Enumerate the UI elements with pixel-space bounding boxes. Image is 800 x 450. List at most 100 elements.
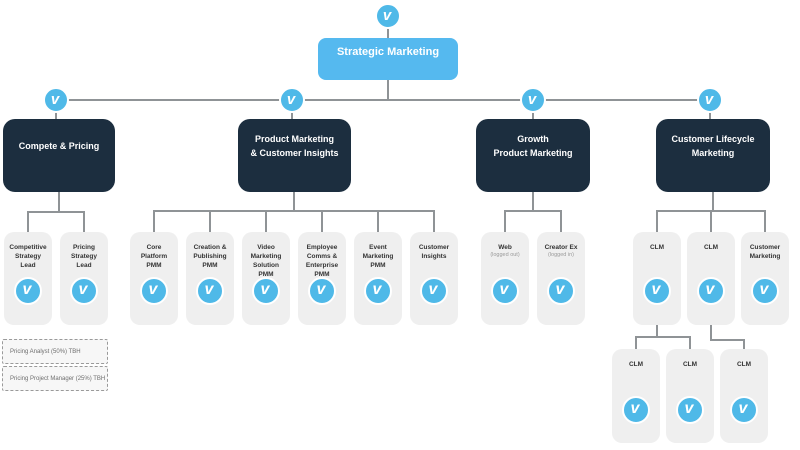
node-core-platform-pmm: Core Platform PMM v: [130, 232, 178, 325]
connector: [689, 336, 691, 349]
node-title: Competitive Strategy Lead: [9, 244, 47, 270]
vimeo-v-glyph: v: [286, 90, 296, 108]
vimeo-logo-icon: v: [279, 87, 305, 113]
node-title: Employee Comms & Enterprise PMM: [305, 244, 339, 279]
connector: [27, 211, 85, 213]
node-title: CLM: [649, 244, 665, 251]
vimeo-logo-icon: v: [70, 277, 98, 305]
vimeo-v-glyph: v: [738, 400, 748, 417]
dept-title: Product Marketing: [254, 134, 334, 145]
connector: [153, 210, 435, 212]
vimeo-logo-icon: v: [196, 277, 224, 305]
vimeo-logo-icon: v: [140, 277, 168, 305]
vimeo-v-glyph: v: [428, 281, 438, 298]
node-title: CLM: [703, 244, 719, 251]
vimeo-logo-icon: v: [420, 277, 448, 305]
connector: [532, 192, 534, 211]
vimeo-logo-icon: v: [730, 396, 758, 424]
node-title: Pricing Strategy Lead: [70, 244, 97, 270]
connector: [83, 211, 85, 232]
vimeo-logo-icon: v: [491, 277, 519, 305]
node-title: CLM: [682, 361, 698, 368]
vimeo-v-glyph: v: [704, 90, 714, 108]
node-title: Video Marketing Solution PMM: [250, 244, 282, 279]
connector: [710, 210, 712, 232]
connector: [635, 336, 691, 338]
node-clm-sub-1: CLM v: [612, 349, 660, 443]
node-employee-comms-enterprise-pmm: Employee Comms & Enterprise PMM v: [298, 232, 346, 325]
node-customer-insights: Customer Insights v: [410, 232, 458, 325]
dept-title: Customer Lifecycle: [671, 134, 755, 145]
vimeo-v-glyph: v: [555, 281, 565, 298]
dept-title: Compete & Pricing: [18, 140, 100, 151]
node-event-marketing-pmm: Event Marketing PMM v: [354, 232, 402, 325]
node-web-logged-out: Web (logged out) v: [481, 232, 529, 325]
vimeo-v-glyph: v: [382, 6, 392, 24]
vimeo-v-glyph: v: [204, 281, 214, 298]
vimeo-v-glyph: v: [684, 400, 694, 417]
vimeo-logo-icon: v: [751, 277, 779, 305]
vimeo-v-glyph: v: [148, 281, 158, 298]
vimeo-v-glyph: v: [630, 400, 640, 417]
connector: [710, 325, 712, 341]
node-competitive-strategy-lead: Competitive Strategy Lead v: [4, 232, 52, 325]
node-title: Web: [498, 244, 512, 251]
node-clm-sub-2: CLM v: [666, 349, 714, 443]
node-creation-publishing-pmm: Creation & Publishing PMM v: [186, 232, 234, 325]
node-pricing-strategy-lead: Pricing Strategy Lead v: [60, 232, 108, 325]
vimeo-v-glyph: v: [78, 281, 88, 298]
dept-node-growth-product-marketing: Growth Product Marketing: [476, 119, 590, 192]
connector: [377, 210, 379, 232]
connector: [743, 339, 745, 349]
dept-title: Marketing: [691, 147, 735, 158]
connector: [712, 192, 714, 211]
vimeo-v-glyph: v: [651, 281, 661, 298]
vimeo-logo-icon: v: [375, 3, 401, 29]
connector: [153, 210, 155, 232]
node-creator-ex-logged-in: Creator Ex (logged in) v: [537, 232, 585, 325]
vimeo-logo-icon: v: [364, 277, 392, 305]
node-title: Customer Marketing: [749, 244, 781, 261]
node-title: Creator Ex: [544, 244, 578, 251]
connector: [764, 210, 766, 232]
node-video-marketing-solution-pmm: Video Marketing Solution PMM v: [242, 232, 290, 325]
dept-node-product-marketing-customer-insights: Product Marketing & Customer Insights: [238, 119, 351, 192]
vimeo-v-glyph: v: [759, 281, 769, 298]
note-pricing-analyst-tbh: Pricing Analyst (50%) TBH: [2, 339, 108, 364]
vimeo-v-glyph: v: [50, 90, 60, 108]
vimeo-logo-icon: v: [43, 87, 69, 113]
vimeo-v-glyph: v: [372, 281, 382, 298]
note-pricing-project-manager-tbh: Pricing Project Manager (25%) TBH: [2, 366, 108, 391]
vimeo-v-glyph: v: [316, 281, 326, 298]
connector: [321, 210, 323, 232]
note-text: Pricing Analyst (50%) TBH: [10, 348, 81, 355]
connector: [56, 99, 710, 101]
node-subtitle: (logged out): [490, 252, 520, 259]
node-title: Customer Insights: [418, 244, 450, 261]
root-node-title: Strategic Marketing: [336, 46, 440, 58]
connector: [560, 210, 562, 232]
vimeo-logo-icon: v: [547, 277, 575, 305]
connector: [504, 210, 562, 212]
dept-title: Product Marketing: [493, 147, 573, 158]
dept-title: & Customer Insights: [250, 147, 339, 158]
dept-node-compete-pricing: Compete & Pricing: [3, 119, 115, 192]
vimeo-logo-icon: v: [14, 277, 42, 305]
connector: [656, 210, 658, 232]
connector: [387, 80, 389, 100]
node-customer-marketing: Customer Marketing v: [741, 232, 789, 325]
vimeo-logo-icon: v: [622, 396, 650, 424]
connector: [265, 210, 267, 232]
root-node-strategic-marketing: Strategic Marketing: [318, 38, 458, 80]
connector: [710, 339, 745, 341]
vimeo-logo-icon: v: [697, 277, 725, 305]
vimeo-logo-icon: v: [252, 277, 280, 305]
vimeo-logo-icon: v: [697, 87, 723, 113]
node-title: Creation & Publishing PMM: [193, 244, 227, 270]
dept-node-customer-lifecycle-marketing: Customer Lifecycle Marketing: [656, 119, 770, 192]
vimeo-v-glyph: v: [527, 90, 537, 108]
vimeo-v-glyph: v: [22, 281, 32, 298]
connector: [293, 192, 295, 211]
connector: [209, 210, 211, 232]
